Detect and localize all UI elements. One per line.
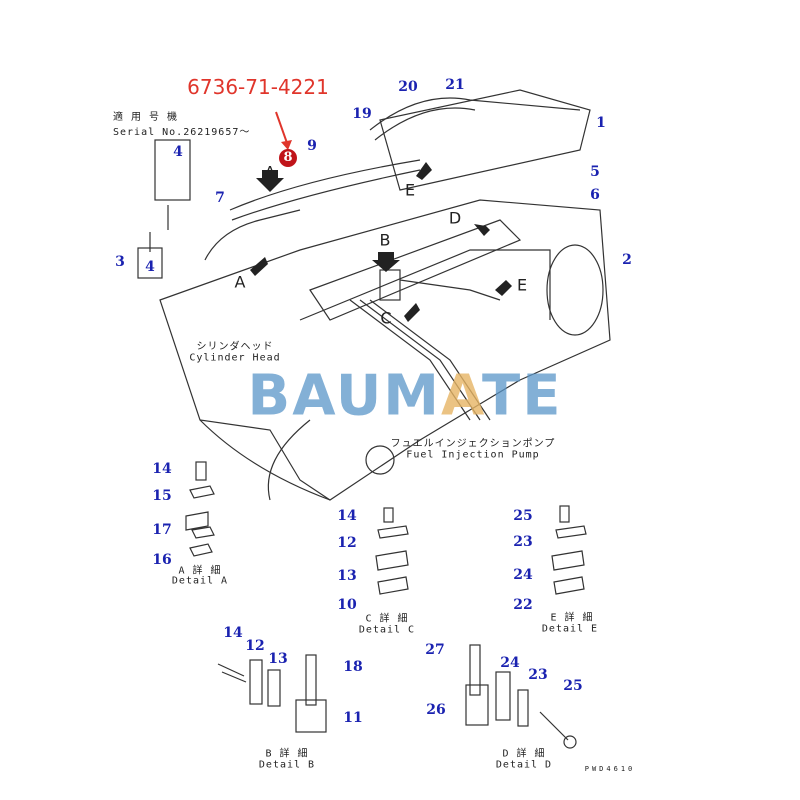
- detail-a-title: Detail A: [171, 575, 229, 587]
- callout[interactable]: 2: [622, 252, 632, 268]
- callout[interactable]: 14: [337, 508, 357, 524]
- watermark-text: BAUM: [247, 363, 442, 429]
- highlighted-callout-8[interactable]: 8: [279, 149, 297, 167]
- detail-c-title: Detail C: [358, 624, 416, 636]
- detail-d-title: Detail D: [495, 759, 553, 771]
- callout[interactable]: 10: [337, 597, 357, 613]
- callout[interactable]: 23: [513, 534, 533, 550]
- detail-e-title: Detail E: [541, 623, 599, 635]
- callout[interactable]: 25: [563, 678, 583, 694]
- view-letter: E: [516, 275, 528, 295]
- callout[interactable]: 12: [245, 638, 265, 654]
- watermark-text: TE: [482, 363, 563, 429]
- callout[interactable]: 22: [513, 597, 533, 613]
- watermark-accent: A: [441, 363, 483, 429]
- callout[interactable]: 15: [152, 488, 172, 504]
- detail-b-title: Detail B: [258, 759, 316, 771]
- callout[interactable]: 16: [152, 552, 172, 568]
- cylinder-head-label: Cylinder Head: [189, 352, 281, 364]
- callout[interactable]: 4: [173, 144, 183, 160]
- callout[interactable]: 24: [500, 655, 520, 671]
- serial-label-jp: 適 用 号 機: [113, 112, 179, 123]
- cylinder-head-label-jp: シリンダヘッド: [196, 341, 274, 353]
- view-letter: E: [404, 180, 416, 200]
- drawing-code: PWD4610: [584, 765, 636, 773]
- callout[interactable]: 18: [343, 659, 363, 675]
- view-letter: C: [380, 308, 392, 328]
- callout[interactable]: 24: [513, 567, 533, 583]
- callout[interactable]: 25: [513, 508, 533, 524]
- callout[interactable]: 13: [337, 568, 357, 584]
- view-letter: A: [234, 272, 246, 292]
- detail-d-title-jp: D 詳 細: [502, 748, 546, 760]
- callout[interactable]: 3: [115, 254, 125, 270]
- detail-a-title-jp: A 詳 細: [178, 565, 222, 577]
- fuel-pump-label: Fuel Injection Pump: [406, 449, 540, 461]
- detail-b-title-jp: B 詳 細: [265, 748, 309, 760]
- callout[interactable]: 4: [145, 259, 155, 275]
- detail-c-title-jp: C 詳 細: [365, 613, 409, 625]
- view-letter: A: [264, 162, 276, 182]
- serial-number: Serial No.26219657～: [113, 127, 251, 138]
- callout[interactable]: 19: [352, 106, 372, 122]
- callout[interactable]: 6: [590, 187, 600, 203]
- callout[interactable]: 11: [343, 710, 363, 726]
- fuel-pump-label-jp: フュエルインジェクションポンプ: [390, 438, 556, 450]
- callout[interactable]: 27: [425, 642, 445, 658]
- callout[interactable]: 14: [152, 461, 172, 477]
- view-letter: D: [448, 208, 462, 228]
- callout[interactable]: 1: [596, 115, 606, 131]
- callout[interactable]: 26: [426, 702, 446, 718]
- callout[interactable]: 17: [152, 522, 172, 538]
- callout[interactable]: 23: [528, 667, 548, 683]
- callout[interactable]: 21: [445, 77, 465, 93]
- callout[interactable]: 13: [268, 651, 288, 667]
- callout[interactable]: 7: [215, 190, 225, 206]
- callout[interactable]: 14: [223, 625, 243, 641]
- callout[interactable]: 9: [307, 138, 317, 154]
- callout[interactable]: 12: [337, 535, 357, 551]
- detail-e-title-jp: E 詳 細: [550, 612, 594, 624]
- view-letter: B: [379, 230, 391, 250]
- callout[interactable]: 20: [398, 79, 418, 95]
- callout[interactable]: 5: [590, 164, 600, 180]
- watermark-logo: BAUMATE: [248, 364, 563, 429]
- part-number-label: 6736-71-4221: [187, 75, 329, 99]
